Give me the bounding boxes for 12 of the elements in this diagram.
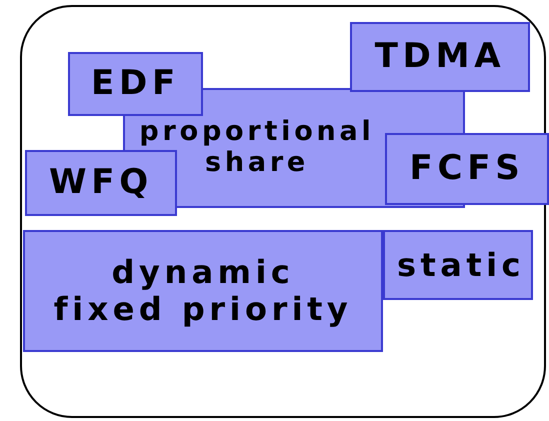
label-box <box>23 230 383 352</box>
box-label: TDMA <box>374 37 506 77</box>
rounded-frame <box>20 5 546 418</box>
box-label: FCFS <box>410 149 524 189</box>
box-label: EDF <box>91 64 180 104</box>
label-box <box>385 133 549 205</box>
box-label: dynamic fixed priority <box>54 254 352 328</box>
box-label: static <box>396 246 525 284</box>
label-box <box>383 230 533 300</box>
label-box <box>350 22 530 92</box>
label-box <box>68 52 203 116</box>
label-box <box>25 150 177 216</box>
